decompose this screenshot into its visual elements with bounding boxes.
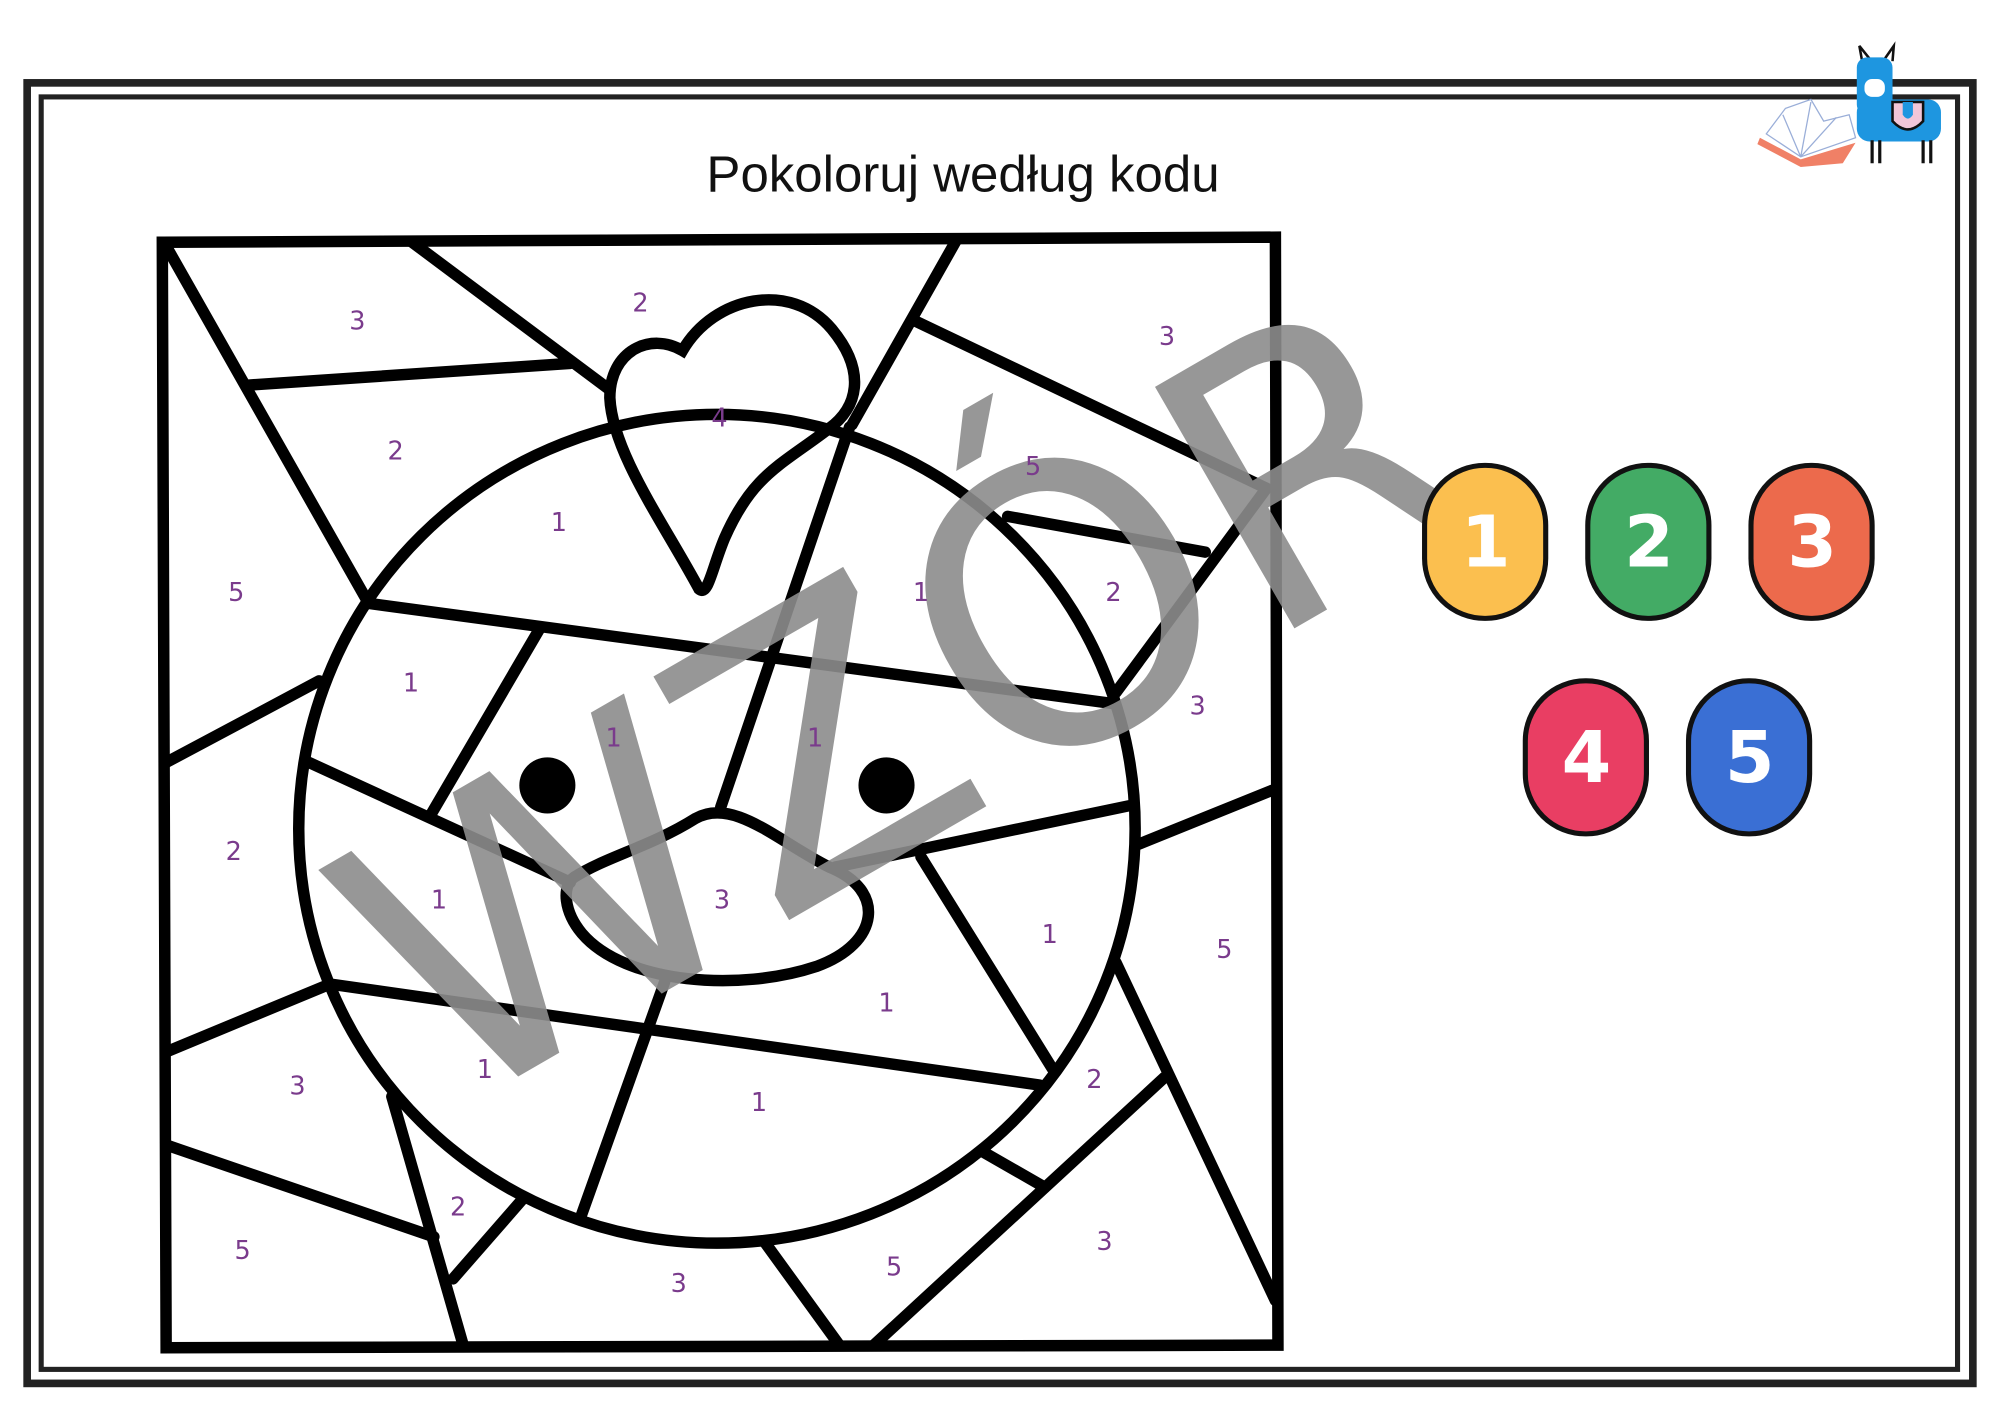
outer-frame [23, 79, 1977, 1388]
region-number: 2 [450, 1193, 466, 1223]
color-swatch [1422, 462, 1549, 621]
key-item-4: 4 [1522, 678, 1649, 837]
watermark: WZÓR [267, 204, 1537, 1197]
region-number: 3 [1159, 322, 1175, 352]
region-number: 1 [403, 669, 419, 699]
region-number: 1 [878, 989, 894, 1019]
key-item-5: 5 [1685, 678, 1813, 837]
coloring-picture: WZÓR 3 2 3 4 2 5 1 5 1 2 1 3 1 1 2 1 3 1… [156, 204, 1538, 1354]
inner-frame [38, 94, 1961, 1372]
region-number: 3 [289, 1072, 305, 1102]
region-numbers: 3 2 3 4 2 5 1 5 1 2 1 3 1 1 2 1 3 1 5 1 … [226, 289, 1233, 1299]
region-number: 1 [606, 724, 622, 754]
key-label: 5 [1725, 716, 1775, 799]
nose-shape [560, 807, 875, 987]
page-title: Pokoloruj według kodu [706, 145, 1219, 202]
region-number: 5 [1025, 452, 1041, 482]
book-icon [1757, 98, 1857, 168]
region-number: 5 [235, 1236, 251, 1266]
region-number: 2 [1086, 1065, 1102, 1095]
left-eye [519, 757, 576, 814]
key-item-1: 1 [1422, 462, 1549, 621]
region-number: 3 [1096, 1227, 1112, 1257]
region-number: 2 [632, 289, 648, 319]
region-number: 1 [431, 885, 447, 915]
key-label: 4 [1562, 716, 1612, 799]
right-eye [858, 757, 915, 814]
region-number: 3 [1190, 692, 1206, 722]
region-number: 5 [1216, 935, 1232, 965]
region-number: 1 [807, 724, 823, 754]
face-circle [293, 408, 1141, 1249]
key-label: 2 [1624, 500, 1674, 583]
region-number: 5 [228, 578, 244, 608]
region-number: 4 [711, 403, 727, 433]
region-number: 3 [714, 885, 730, 915]
llama-icon [1856, 41, 1941, 164]
color-swatch [1522, 678, 1649, 837]
key-label: 3 [1787, 500, 1837, 583]
region-number: 1 [477, 1055, 493, 1085]
region-number: 5 [886, 1253, 902, 1283]
region-number: 1 [751, 1088, 767, 1118]
region-number: 1 [551, 508, 567, 538]
region-number: 1 [1042, 920, 1058, 950]
color-swatch [1748, 462, 1875, 621]
key-item-3: 3 [1748, 462, 1875, 621]
region-number: 3 [349, 307, 365, 337]
key-item-2: 2 [1585, 462, 1712, 621]
key-label: 1 [1461, 500, 1511, 583]
region-number: 2 [226, 837, 242, 867]
color-key: 1 2 3 4 5 [1422, 462, 1875, 837]
region-number: 2 [1105, 578, 1121, 608]
color-swatch [1585, 462, 1712, 621]
picture-border [156, 231, 1284, 1354]
region-number: 3 [671, 1269, 687, 1299]
region-number: 1 [913, 578, 929, 608]
color-swatch [1685, 678, 1813, 837]
region-lines [160, 233, 1282, 1351]
region-number: 2 [388, 437, 404, 467]
heart-shape [604, 294, 861, 597]
